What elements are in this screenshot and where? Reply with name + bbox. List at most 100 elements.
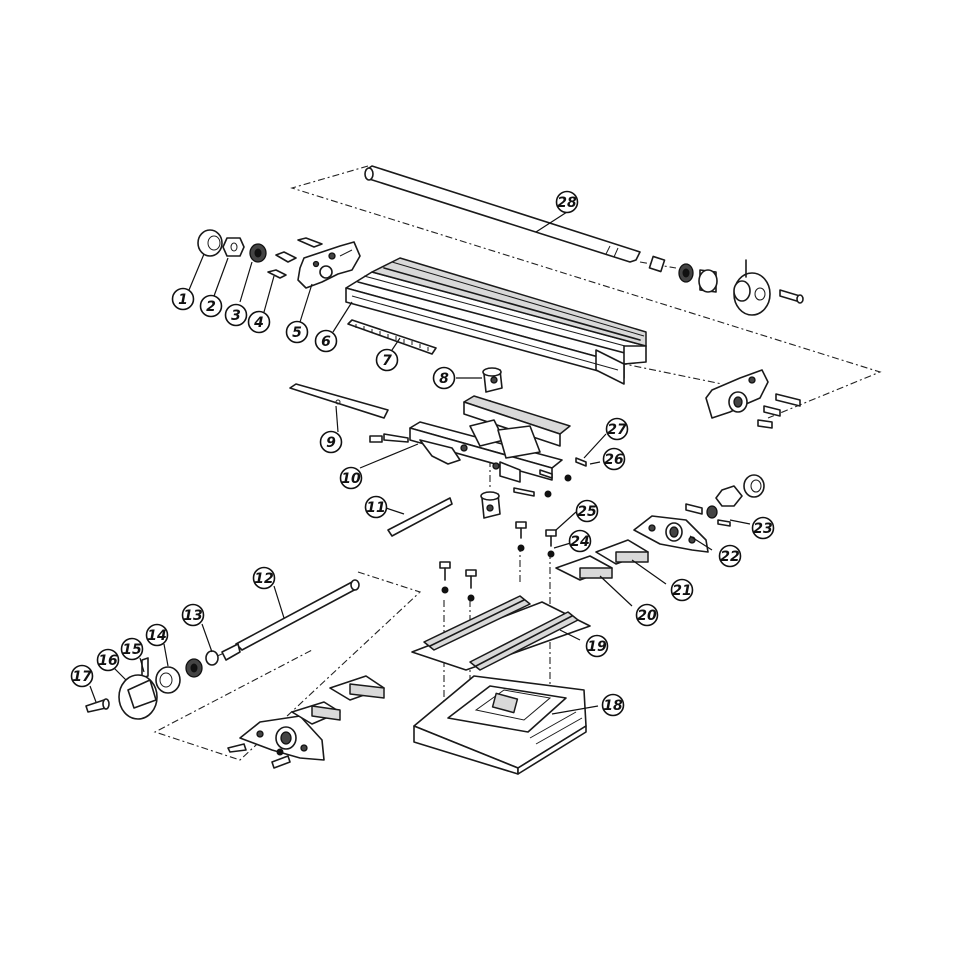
nut-block-lower <box>480 491 501 519</box>
callout-13: 13 <box>181 603 205 627</box>
callout-6: 6 <box>314 329 338 353</box>
callout-21: 21 <box>670 578 694 602</box>
saddle <box>369 395 587 498</box>
callout-circle <box>314 329 338 353</box>
lower-lead-screw <box>221 579 360 661</box>
callout-number: 19 <box>587 639 607 655</box>
top-table <box>345 257 647 385</box>
callout-18: 18 <box>601 693 625 717</box>
callout-circle <box>602 447 626 471</box>
callout-number: 15 <box>122 642 142 658</box>
callout-25: 25 <box>575 499 599 523</box>
callout-circle <box>252 566 276 590</box>
callout-circle <box>120 637 144 661</box>
callout-27: 27 <box>605 417 629 441</box>
handwheel-assembly <box>85 650 219 720</box>
lower-gib <box>387 497 453 537</box>
base <box>413 675 587 775</box>
callout-circle <box>181 603 205 627</box>
callout-circle <box>339 466 363 490</box>
callout-11: 11 <box>364 495 388 519</box>
callout-number: 13 <box>183 608 202 624</box>
callout-20: 20 <box>635 603 659 627</box>
callout-8: 8 <box>432 366 456 390</box>
callout-number: 10 <box>341 471 361 487</box>
callout-number: 8 <box>439 371 449 387</box>
lower-left-end-plate <box>227 715 325 769</box>
callout-number: 27 <box>607 422 627 438</box>
callout-number: 2 <box>206 299 216 315</box>
callout-circle <box>285 320 309 344</box>
callout-number: 6 <box>321 334 331 350</box>
nut-block-upper <box>482 367 503 393</box>
callout-circle <box>575 499 599 523</box>
callout-circle <box>319 430 343 454</box>
callout-number: 25 <box>577 504 597 520</box>
cross-slide <box>411 595 591 671</box>
callout-4: 4 <box>247 310 271 334</box>
callout-26: 26 <box>602 447 626 471</box>
callout-number: 23 <box>753 521 772 537</box>
callout-circle <box>670 578 694 602</box>
callout-5: 5 <box>285 320 309 344</box>
callout-3: 3 <box>224 303 248 327</box>
callout-number: 3 <box>231 308 241 324</box>
callout-2: 2 <box>199 294 223 318</box>
callout-circle <box>718 544 742 568</box>
callout-circle <box>171 287 195 311</box>
lower-right-end-plate <box>633 474 765 553</box>
callout-9: 9 <box>319 430 343 454</box>
rack <box>347 319 437 355</box>
callout-7: 7 <box>375 348 399 372</box>
callout-number: 11 <box>366 500 385 516</box>
top-lead-screw <box>364 165 804 316</box>
callout-number: 16 <box>98 653 118 669</box>
callout-circle <box>70 664 94 688</box>
right-end-plate <box>705 369 801 429</box>
callout-number: 9 <box>326 435 336 451</box>
callout-circle <box>568 529 592 553</box>
callout-circle <box>145 623 169 647</box>
callout-number: 26 <box>604 452 624 468</box>
callout-circle <box>585 634 609 658</box>
callout-17: 17 <box>70 664 94 688</box>
callout-12: 12 <box>252 566 276 590</box>
callout-number: 1 <box>178 292 188 308</box>
callout-number: 17 <box>72 669 92 685</box>
callout-circle <box>751 516 775 540</box>
callout-10: 10 <box>339 466 363 490</box>
callout-19: 19 <box>585 634 609 658</box>
callout-number: 28 <box>557 195 577 211</box>
callout-number: 4 <box>253 315 264 331</box>
callout-number: 14 <box>147 628 166 644</box>
gib-strip <box>289 383 389 419</box>
callout-number: 18 <box>603 698 623 714</box>
callout-circle <box>555 190 579 214</box>
callout-number: 24 <box>570 534 589 550</box>
left-end-parts <box>197 229 361 289</box>
lower-left-gibs <box>291 675 385 725</box>
right-gibs <box>555 539 649 581</box>
callout-1: 1 <box>171 287 195 311</box>
callout-circle <box>247 310 271 334</box>
callout-circle <box>605 417 629 441</box>
callout-circle <box>635 603 659 627</box>
callout-number: 5 <box>292 325 302 341</box>
callout-16: 16 <box>96 648 120 672</box>
callout-number: 12 <box>254 571 273 587</box>
callout-number: 21 <box>672 583 691 599</box>
callout-23: 23 <box>751 516 775 540</box>
callout-22: 22 <box>718 544 742 568</box>
callout-circle <box>199 294 223 318</box>
callout-circle <box>364 495 388 519</box>
callout-24: 24 <box>568 529 592 553</box>
callout-number: 7 <box>382 353 392 369</box>
callout-circle <box>96 648 120 672</box>
callout-circle <box>432 366 456 390</box>
callout-number: 20 <box>637 608 657 624</box>
callout-28: 28 <box>555 190 579 214</box>
screws <box>439 521 557 602</box>
leader-lines <box>89 211 751 715</box>
